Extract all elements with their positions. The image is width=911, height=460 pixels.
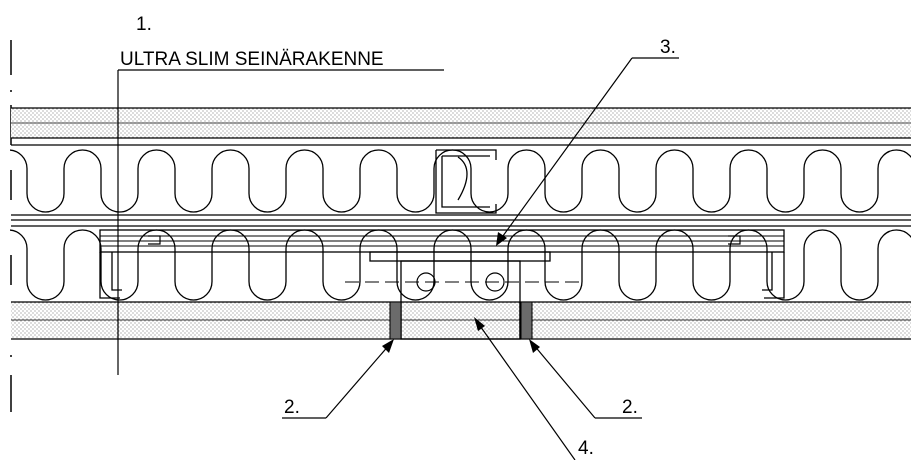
leader-3 [496, 57, 679, 246]
leader-1 [117, 69, 444, 375]
label-1-title: ULTRA SLIM SEINÄRAKENNE [120, 49, 384, 70]
seal-left [389, 301, 402, 340]
seal-right [520, 301, 533, 340]
junction-box [345, 251, 580, 340]
steel-stud [435, 149, 497, 214]
mounting-rail [99, 229, 785, 299]
label-2-right: 2. [622, 397, 638, 418]
leader-2-right [529, 339, 642, 419]
leader-4 [474, 317, 576, 460]
middle-divider [11, 219, 911, 227]
leader-2-left [282, 339, 394, 419]
top-board [11, 107, 911, 139]
bottom-board [11, 301, 911, 340]
upper-insulation [10, 144, 911, 216]
label-3: 3. [660, 37, 676, 58]
label-2-left: 2. [284, 397, 300, 418]
label-4: 4. [578, 438, 594, 459]
label-1-number: 1. [136, 14, 152, 35]
lower-insulation [10, 229, 911, 301]
